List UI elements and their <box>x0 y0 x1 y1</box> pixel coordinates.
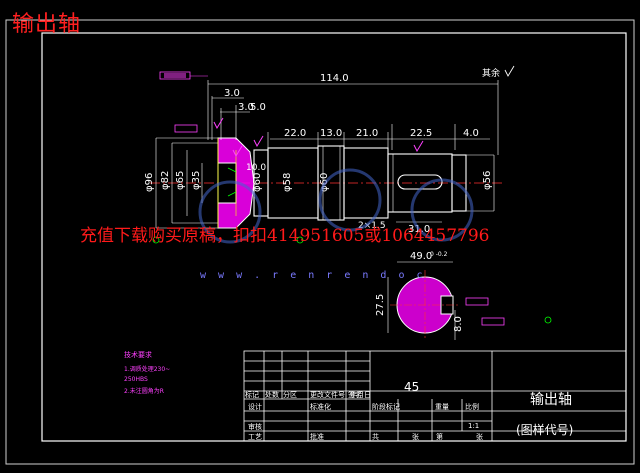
cell-stage-mark: 阶段标记 <box>372 402 400 411</box>
drawing-title: 输出轴 <box>12 12 82 37</box>
dim-phi58: φ58 <box>282 173 293 192</box>
dim-22: 22.0 <box>284 128 306 139</box>
website-watermark: w w w . r e n r e n d o c <box>200 270 426 281</box>
cell-date: 年月日 <box>350 390 371 399</box>
dim-22-5: 22.5 <box>410 128 432 139</box>
tolerance-frames <box>152 71 552 326</box>
cell-sheet: 张 <box>412 432 419 441</box>
cell-craft: 工艺 <box>248 433 262 441</box>
dim-tol: 0 -0.2 <box>430 251 448 258</box>
cell-change-doc: 更改文件号 <box>310 390 345 399</box>
shaft-body <box>253 145 467 221</box>
dim-3a: 3.0 <box>224 88 240 99</box>
cell-mark: 标记 <box>245 390 259 399</box>
cell-weight: 重量 <box>435 403 449 411</box>
dim-49: 49.0 <box>410 251 432 262</box>
material-text: 45 <box>404 380 419 394</box>
cell-page2: 张 <box>476 432 483 441</box>
title-block <box>243 350 627 442</box>
roughness-symbols <box>213 117 424 158</box>
dim-phi65: φ65 <box>175 171 186 190</box>
cell-standardize: 标准化 <box>310 402 331 411</box>
part-name-text: 输出轴 <box>530 392 572 408</box>
dim-chamfer: 2×1.5 <box>358 221 386 231</box>
dim-overall-length: 114.0 <box>207 73 499 155</box>
tech-line1: 1.调质处理230~ <box>124 365 170 373</box>
tech-line3: 2.未注圆角为R <box>124 387 164 395</box>
outer-border <box>5 19 635 465</box>
dim-phi96: φ96 <box>144 173 155 192</box>
dim-114-label: 114.0 <box>320 73 349 84</box>
cell-count: 处数 <box>265 390 279 399</box>
dim-13: 13.0 <box>320 128 342 139</box>
dim-27-5: 27.5 <box>375 294 386 316</box>
tech-heading: 技术要求 <box>124 350 152 359</box>
dim-phi35: φ35 <box>191 171 202 190</box>
dim-phi60a: φ60 <box>252 173 263 192</box>
cell-page: 第 <box>436 432 443 441</box>
cell-review: 审核 <box>248 422 262 431</box>
dim-3b: 3.0 <box>238 102 254 113</box>
cell-total: 共 <box>372 432 379 441</box>
tech-line2: 250HBS <box>124 376 148 383</box>
dim-4: 4.0 <box>463 128 479 139</box>
dim-10: 10.0 <box>246 163 266 173</box>
roughness-note: 其余 <box>482 67 500 79</box>
watermark-logo <box>198 168 474 244</box>
cell-approve: 批准 <box>310 432 324 441</box>
cell-design: 设计 <box>248 402 262 411</box>
cell-division: 分区 <box>283 390 297 399</box>
drawing-number-text: (图样代号) <box>516 422 573 437</box>
cross-section <box>387 261 460 340</box>
cell-ratio: 比例 <box>465 402 479 411</box>
dim-phi56: φ56 <box>482 171 493 190</box>
dim-phi82: φ82 <box>160 171 171 190</box>
watermark-text: 充值下载购买原稿，扣扣414951605或1064457796 <box>80 226 490 246</box>
dim-5: 5.0 <box>250 102 266 113</box>
dim-21: 21.0 <box>356 128 378 139</box>
dim-8: 8.0 <box>453 316 464 332</box>
tech-requirements: 技术要求 1.调质处理230~ 250HBS 2.未注圆角为R <box>124 350 170 395</box>
scale-text: 1:1 <box>468 422 479 430</box>
cell-sign: 签名 <box>348 390 362 399</box>
